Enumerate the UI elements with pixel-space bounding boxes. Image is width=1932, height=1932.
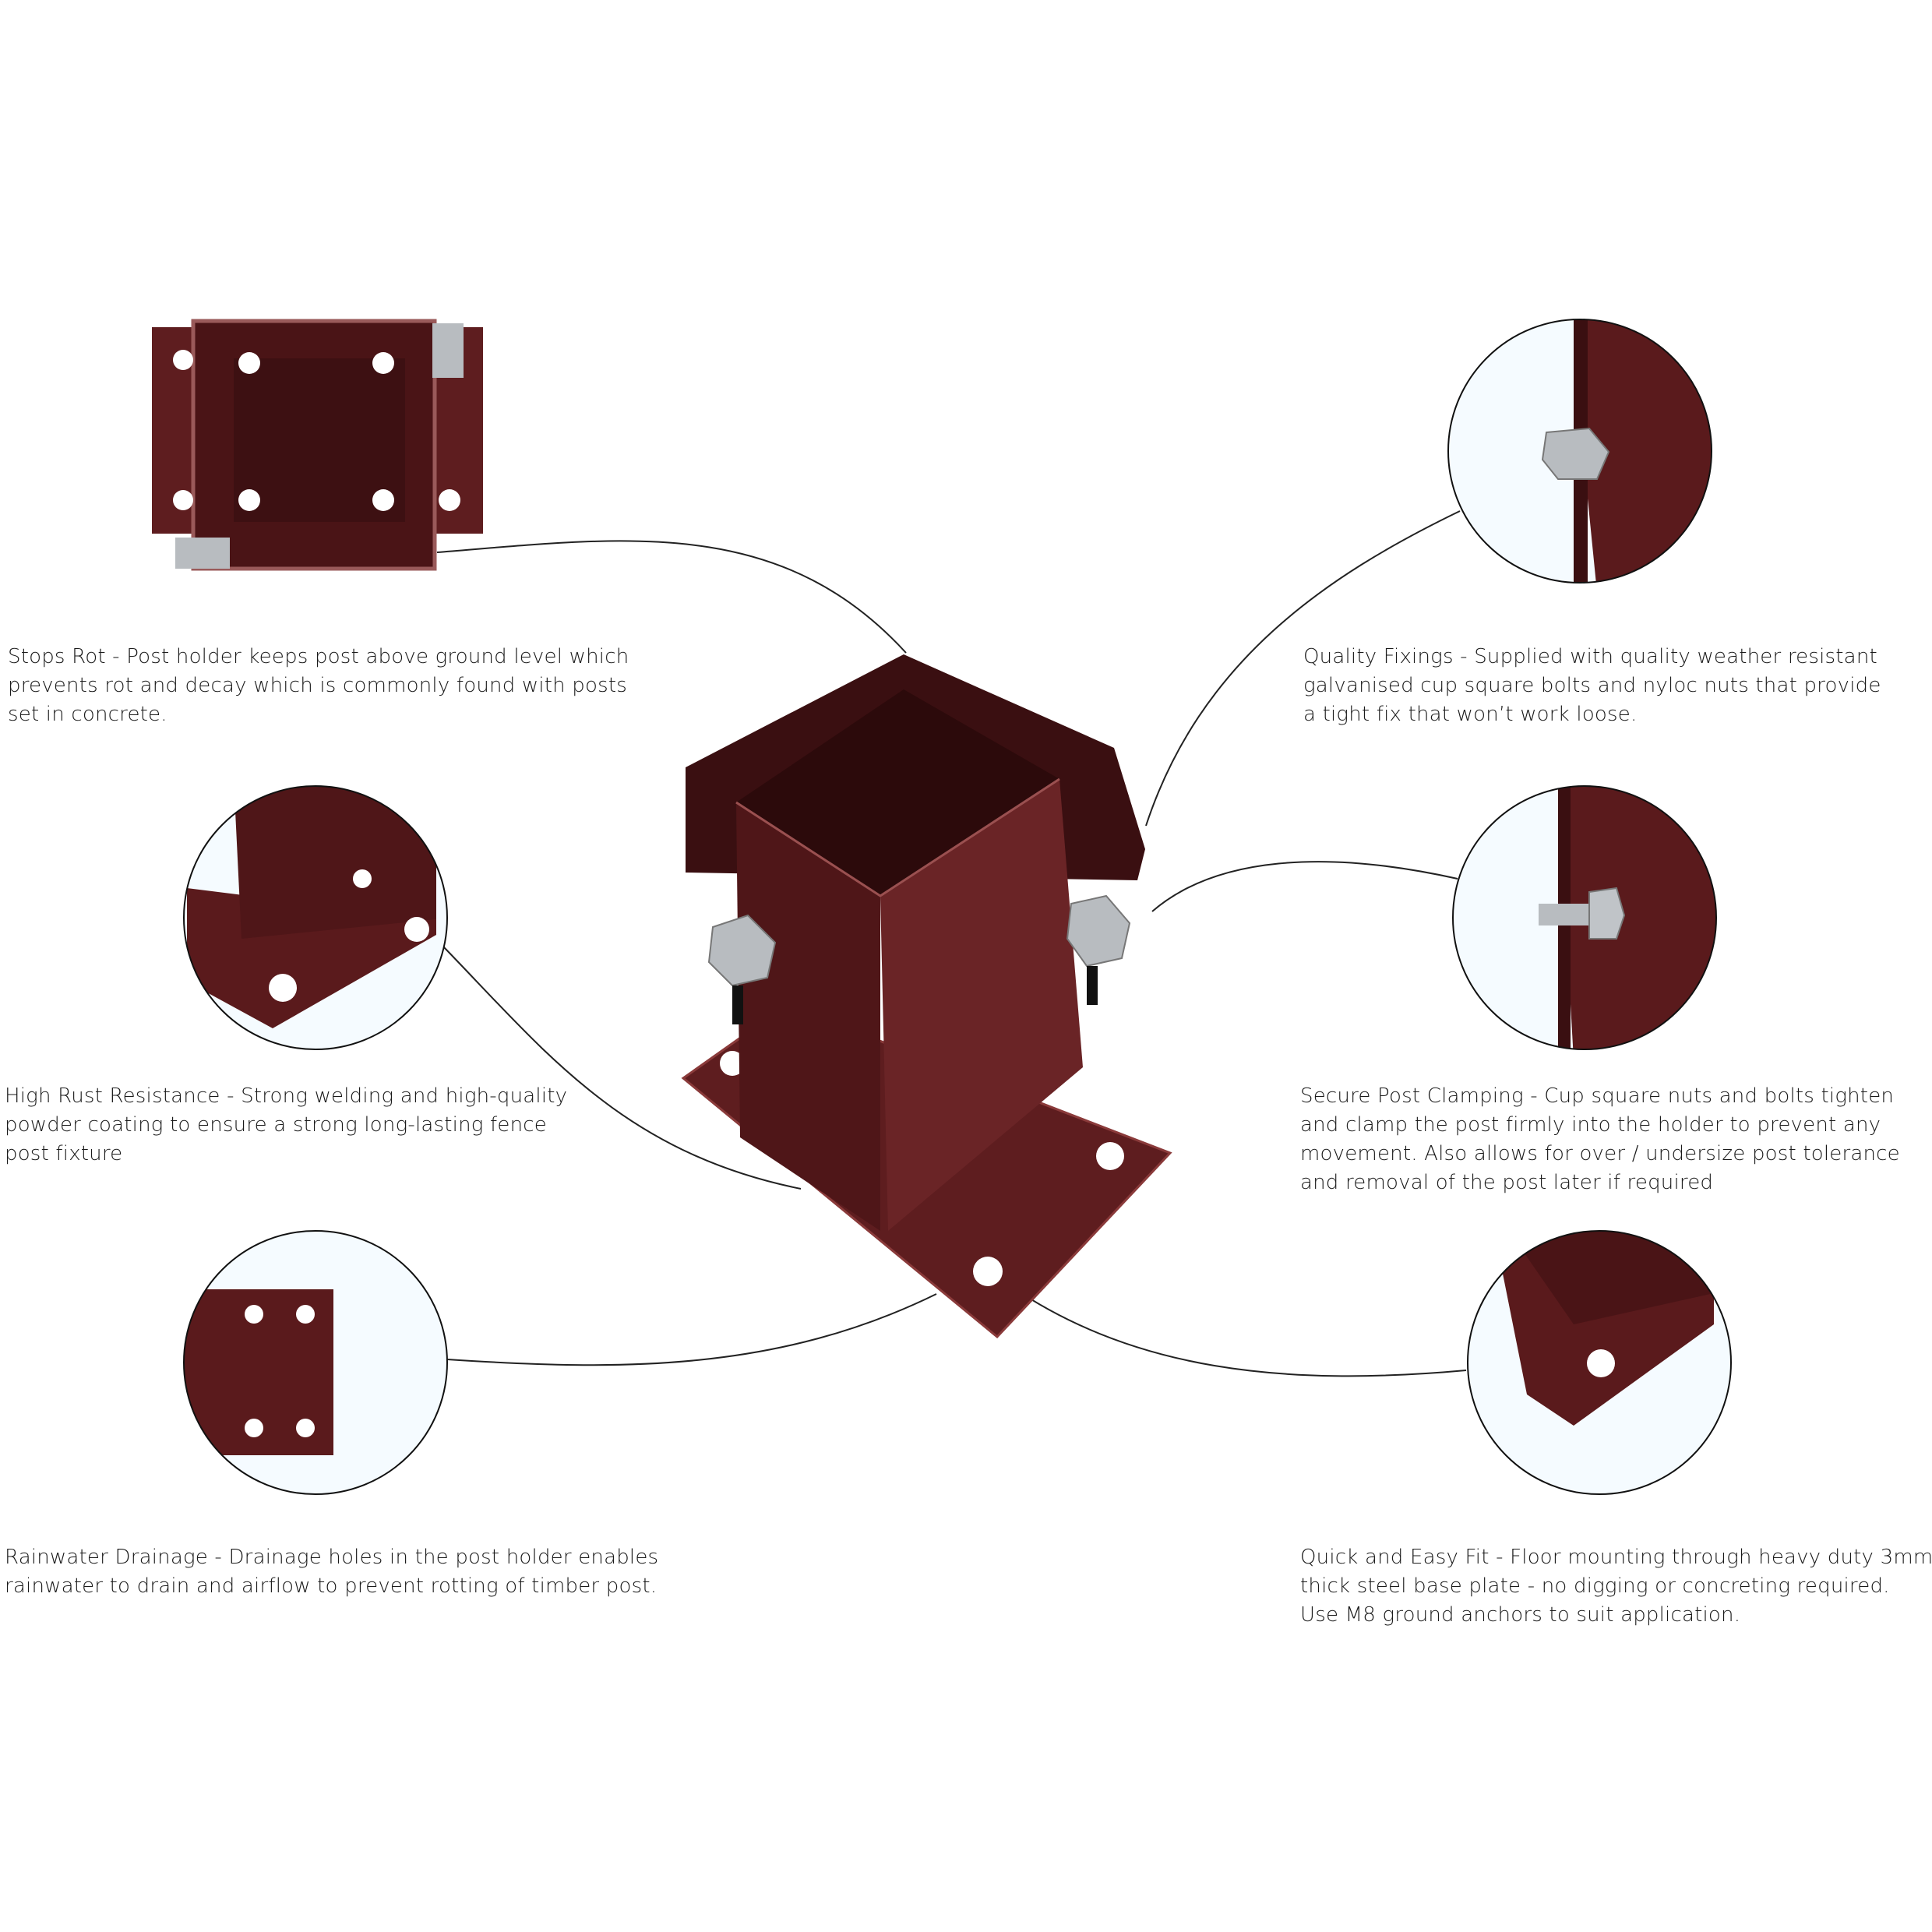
feature-text-line: galvanised cup square bolts and nyloc nu… [1303, 674, 1881, 697]
detail-circle-post-clamping [1452, 785, 1717, 1050]
feature-text-line: Secure Post Clamping - Cup square nuts a… [1300, 1084, 1895, 1108]
detail-circle-quality-fixings [1447, 319, 1712, 583]
feature-text-line: Quality Fixings - Supplied with quality … [1303, 645, 1877, 668]
feature-text-line: thick steel base plate - no digging or c… [1300, 1574, 1890, 1598]
feature-text-line: set in concrete. [8, 703, 167, 726]
feature-secure-post-clamping: Secure Post Clamping - Cup square nuts a… [1300, 1082, 1900, 1197]
feature-text-line: post fixture [5, 1142, 123, 1165]
connector-lines [436, 510, 1467, 1377]
feature-text-line: a tight fix that won’t work loose. [1303, 703, 1638, 726]
feature-text-line: and clamp the post firmly into the holde… [1300, 1113, 1881, 1137]
feature-text-line: and removal of the post later if require… [1300, 1171, 1714, 1194]
feature-text-line: rainwater to drain and airflow to preven… [5, 1574, 658, 1598]
feature-text-line: Rainwater Drainage - Drainage holes in t… [5, 1546, 659, 1569]
feature-high-rust-resistance: High Rust Resistance - Strong welding an… [5, 1082, 567, 1169]
detail-circle-drainage [183, 1230, 448, 1495]
detail-circle-base-plate [1467, 1230, 1732, 1495]
feature-text-line: High Rust Resistance - Strong welding an… [5, 1084, 568, 1108]
feature-text-line: Use M8 ground anchors to suit applicatio… [1300, 1603, 1741, 1627]
feature-quick-easy-fit: Quick and Easy Fit - Floor mounting thro… [1300, 1543, 1932, 1630]
feature-text-line: prevents rot and decay which is commonly… [8, 674, 627, 697]
main-product-image [681, 654, 1172, 1339]
feature-text-line: movement. Also allows for over / undersi… [1300, 1142, 1900, 1165]
detail-circle-rust-resistance [183, 785, 448, 1050]
feature-stops-rot: Stops Rot - Post holder keeps post above… [8, 643, 629, 729]
feature-quality-fixings: Quality Fixings - Supplied with quality … [1303, 643, 1881, 729]
feature-text-line: Stops Rot - Post holder keeps post above… [8, 645, 629, 668]
top-view-image [152, 319, 483, 571]
feature-text-line: powder coating to ensure a strong long-l… [5, 1113, 547, 1137]
feature-rainwater-drainage: Rainwater Drainage - Drainage holes in t… [5, 1543, 658, 1601]
feature-text-line: Quick and Easy Fit - Floor mounting thro… [1300, 1546, 1932, 1569]
